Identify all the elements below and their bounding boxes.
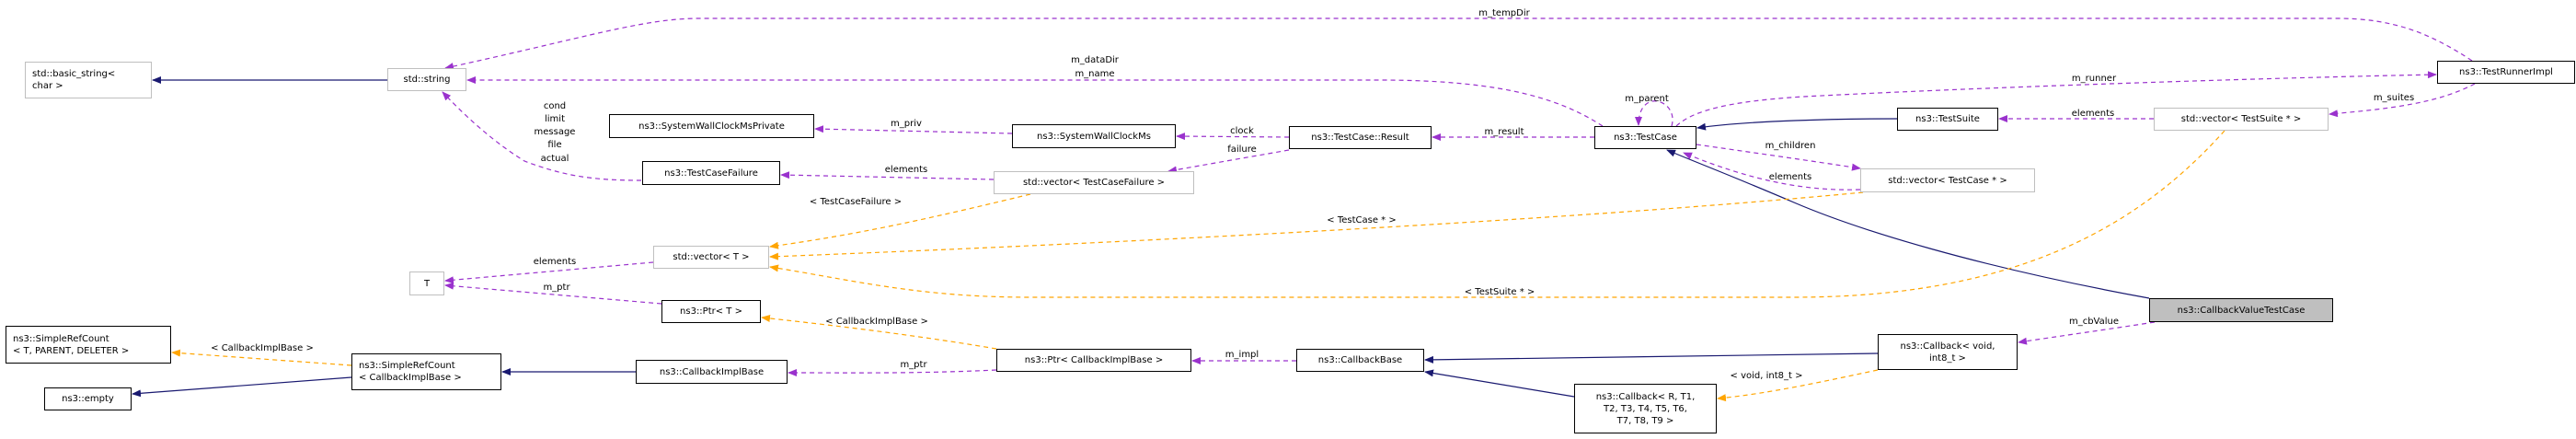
edge-cbvtc-to-testcase — [1666, 149, 2150, 299]
edge-result-to-swcm — [1176, 133, 1290, 141]
class-node-runner[interactable]: ns3::TestRunnerImpl — [2437, 61, 2575, 84]
class-node-vecTC[interactable]: std::vector< TestCase * > — [1860, 168, 2035, 192]
class-node-ptrCIB[interactable]: ns3::Ptr< CallbackImplBase > — [996, 349, 1191, 372]
edge-cbVoid-to-cbR — [1717, 369, 1879, 402]
edge-tcf-to-string — [442, 91, 642, 181]
edge-vecTS-to-vecT — [769, 130, 2225, 298]
edge-label: m_name — [1075, 69, 1114, 79]
edge-label: limit — [545, 114, 565, 124]
edge-srcCIB-to-src3 — [171, 349, 352, 366]
edge-testcase-to-testcase — [1635, 100, 1673, 127]
edge-vecTCF-to-tcf — [780, 171, 995, 180]
edge-label: m_tempDir — [1478, 8, 1530, 18]
edge-ptrT-to-T — [444, 282, 662, 305]
edge-label: m_priv — [891, 119, 922, 129]
edge-label: m_runner — [2072, 74, 2117, 84]
edge-label: elements — [1769, 172, 1811, 182]
edge-ptrCIB-to-cib — [788, 369, 997, 377]
edge-label: elements — [534, 257, 576, 267]
class-node-empty[interactable]: ns3::empty — [44, 387, 132, 410]
edge-label: m_dataDir — [1071, 55, 1120, 65]
edge-vecTCF-to-vecT — [769, 193, 1031, 249]
class-node-cbVoid[interactable]: ns3::Callback< void, int8_t > — [1878, 334, 2018, 370]
edge-label: < TestCase * > — [1327, 215, 1396, 225]
edge-label: message — [535, 127, 576, 137]
edge-cbvtc-to-cbVoid — [2018, 321, 2156, 345]
class-node-cbbase[interactable]: ns3::CallbackBase — [1296, 349, 1424, 372]
edge-label: m_children — [1765, 141, 1816, 151]
class-node-string[interactable]: std::string — [387, 68, 466, 91]
class-node-vecT[interactable]: std::vector< T > — [653, 246, 769, 269]
edge-label: file — [547, 140, 561, 150]
edge-testsuite-to-testcase — [1696, 118, 1898, 131]
edge-label: clock — [1230, 126, 1254, 136]
class-node-tcf[interactable]: ns3::TestCaseFailure — [642, 161, 780, 185]
edge-label: m_result — [1484, 127, 1524, 137]
edge-runner-to-string — [444, 17, 2473, 70]
class-node-T[interactable]: T — [409, 271, 444, 295]
edge-vecTC-to-testcase — [1683, 152, 1861, 191]
edge-label: m_suites — [2374, 93, 2414, 103]
edge-srcCIB-to-empty — [132, 376, 352, 398]
edge-label: m_ptr — [900, 360, 927, 370]
edge-label: elements — [2072, 109, 2114, 119]
edge-label: failure — [1227, 144, 1257, 155]
edge-label: < CallbackImplBase > — [211, 343, 314, 353]
edge-label: < TestSuite * > — [1465, 287, 1535, 297]
edge-testcase-to-vecTC — [1696, 144, 1861, 171]
edge-cbVoid-to-cbbase — [1424, 352, 1879, 364]
class-node-vecTCF[interactable]: std::vector< TestCaseFailure > — [994, 171, 1194, 194]
edge-label: m_parent — [1625, 94, 1669, 104]
edge-testcase-to-string — [466, 76, 1604, 127]
class-node-swcm[interactable]: ns3::SystemWallClockMs — [1012, 124, 1176, 148]
class-node-ptrT[interactable]: ns3::Ptr< T > — [661, 300, 761, 323]
class-node-cib[interactable]: ns3::CallbackImplBase — [636, 360, 788, 384]
edge-cbR-to-cbbase — [1424, 369, 1575, 398]
class-node-testsuite[interactable]: ns3::TestSuite — [1897, 108, 1998, 131]
edge-label: actual — [541, 154, 569, 164]
class-node-testcase[interactable]: ns3::TestCase — [1594, 126, 1696, 149]
edge-runner-to-vecTS — [2329, 83, 2476, 118]
class-node-src3[interactable]: ns3::SimpleRefCount < T, PARENT, DELETER… — [6, 326, 171, 364]
edge-result-to-vecTCF — [1167, 149, 1290, 174]
edge-label: elements — [885, 165, 927, 175]
class-node-cbvtc[interactable]: ns3::CallbackValueTestCase — [2149, 298, 2333, 322]
class-node-vecTS[interactable]: std::vector< TestSuite * > — [2154, 108, 2329, 131]
edge-vecT-to-T — [444, 261, 654, 284]
edge-label: m_ptr — [543, 283, 570, 293]
edge-label: < CallbackImplBase > — [825, 317, 928, 327]
edge-label: m_impl — [1225, 350, 1259, 360]
edge-label: cond — [544, 101, 566, 111]
edge-vecTC-to-vecT — [769, 191, 1864, 260]
class-node-basic_string[interactable]: std::basic_string< char > — [25, 62, 152, 98]
edge-label: m_cbValue — [2069, 317, 2119, 327]
class-node-result[interactable]: ns3::TestCase::Result — [1289, 126, 1432, 149]
edge-swcm-to-swcmp — [814, 125, 1013, 134]
edge-ptrCIB-to-ptrT — [761, 314, 997, 350]
edge-testcase-to-runner — [1675, 71, 2437, 127]
class-node-swcmp[interactable]: ns3::SystemWallClockMsPrivate — [609, 114, 814, 138]
edge-label: < void, int8_t > — [1731, 371, 1803, 381]
class-node-cbR[interactable]: ns3::Callback< R, T1, T2, T3, T4, T5, T6… — [1574, 384, 1717, 433]
edge-label: < TestCaseFailure > — [810, 197, 902, 207]
class-node-srcCIB[interactable]: ns3::SimpleRefCount < CallbackImplBase > — [351, 353, 501, 390]
